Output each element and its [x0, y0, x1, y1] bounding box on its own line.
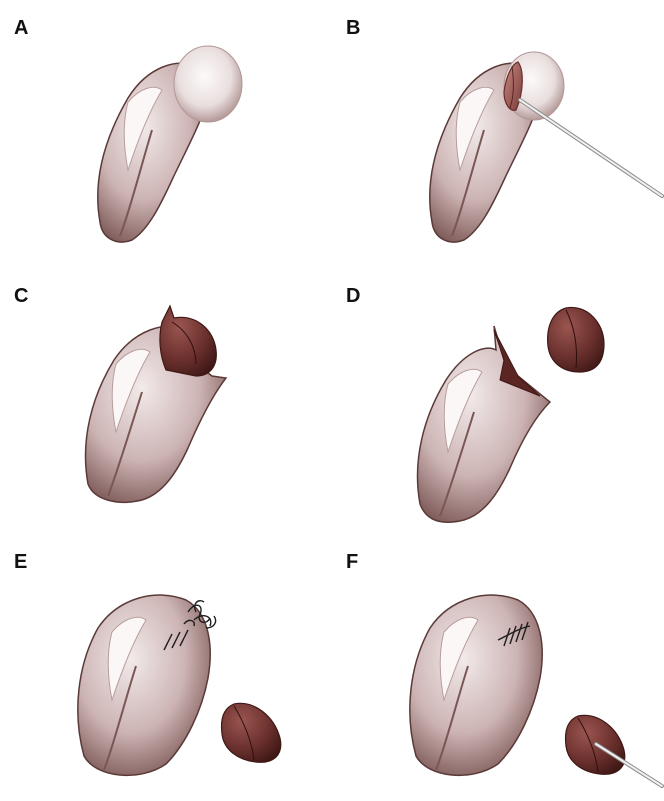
panel-b: B: [346, 17, 662, 242]
panel-label: D: [346, 285, 360, 307]
panel-label: B: [346, 17, 360, 39]
panel-f: F: [346, 551, 662, 786]
excised-tissue-wedge: [160, 306, 216, 376]
ear-body: [78, 595, 210, 775]
ear-body: [418, 326, 550, 522]
excised-tissue-wedge: [222, 703, 281, 762]
panel-label: E: [14, 551, 27, 573]
lesion: [174, 46, 242, 122]
panel-c: C: [14, 285, 226, 502]
scalpel-instrument: [520, 100, 662, 196]
panel-d: D: [346, 285, 604, 522]
panel-e: E: [14, 551, 281, 775]
ear-body: [410, 595, 542, 775]
panel-label: A: [14, 17, 28, 39]
panel-label: C: [14, 285, 28, 307]
panel-label: F: [346, 551, 358, 573]
panel-a: A: [14, 17, 242, 242]
